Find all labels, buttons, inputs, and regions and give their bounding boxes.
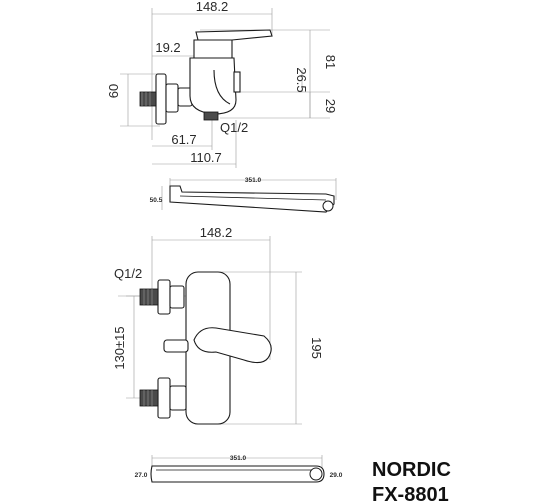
spout-bottom-view: 351.0 27.0 29.0 [135, 455, 343, 483]
spout-bottom-right: 29.0 [330, 472, 343, 479]
spout-top-height: 50.5 [150, 197, 163, 204]
side-view: 148.2 19.2 81 26.5 29 60 Q1/2 61.7 110.7 [106, 0, 338, 168]
side-thread: Q1/2 [220, 120, 248, 135]
spout-top-length: 351.0 [245, 177, 262, 184]
spout-top-view: 351.0 50.5 [150, 177, 337, 213]
side-height-handle: 26.5 [294, 67, 309, 92]
side-height-left: 60 [106, 84, 121, 98]
side-top-width: 148.2 [196, 0, 229, 14]
side-depth-outer: 110.7 [190, 150, 222, 165]
side-depth-inner: 61.7 [171, 132, 196, 147]
front-view: 148.2 Q1/2 130±15 195 [112, 225, 324, 425]
front-height: 195 [309, 337, 324, 359]
front-width: 148.2 [200, 225, 233, 240]
spout-bottom-left: 27.0 [135, 472, 148, 479]
side-height-lower: 29 [323, 99, 338, 113]
side-height-total: 81 [323, 55, 338, 69]
product-code: FX-8801 [372, 484, 449, 504]
front-center-distance: 130±15 [112, 326, 127, 369]
side-body-offset: 19.2 [155, 40, 180, 55]
spout-bottom-length: 351.0 [230, 455, 247, 462]
product-name: NORDIC [372, 459, 451, 481]
front-thread: Q1/2 [114, 266, 142, 281]
